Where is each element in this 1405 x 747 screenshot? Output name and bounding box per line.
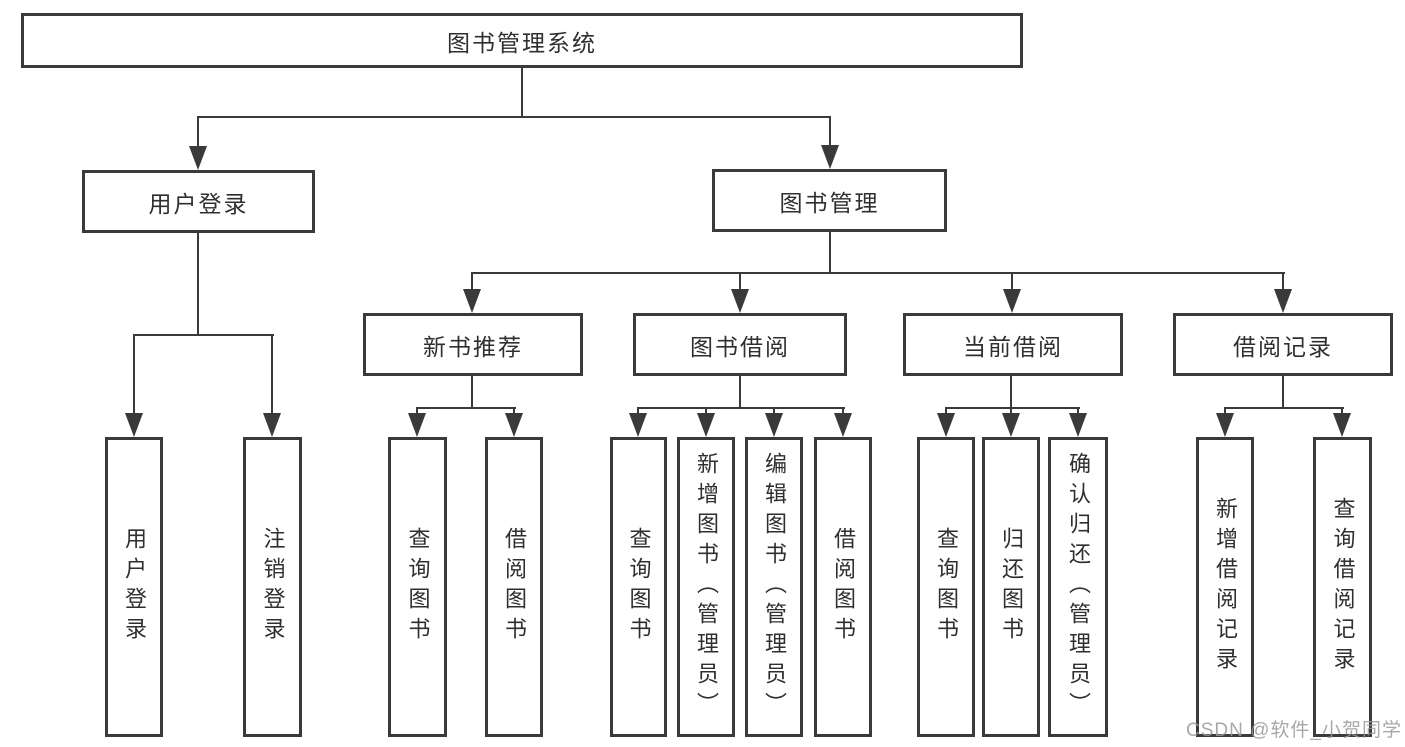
arrow-down-icon (821, 145, 839, 169)
node-book-borrow-label: 图书借阅 (690, 333, 790, 360)
connector-h (416, 407, 516, 409)
connector-h (637, 407, 845, 409)
connector-v (471, 376, 473, 409)
arrow-down-icon (629, 413, 647, 437)
arrow-down-icon (834, 413, 852, 437)
leaf-label: 借阅图书 (831, 527, 856, 647)
leaf-label: 查询借阅记录 (1330, 497, 1356, 677)
connector-v (197, 233, 199, 336)
connector-v (513, 407, 515, 415)
arrow-down-icon (505, 413, 523, 437)
leaf-label: 查询图书 (626, 527, 652, 647)
connector-v (773, 407, 775, 415)
leaf-label: 新增借阅记录 (1213, 497, 1238, 677)
connector-v (739, 376, 741, 409)
connector-v (521, 68, 523, 118)
arrow-down-icon (697, 413, 715, 437)
arrow-down-icon (1002, 413, 1020, 437)
connector-v (829, 232, 831, 274)
node-root-label: 图书管理系统 (447, 29, 597, 56)
arrow-down-icon (263, 413, 281, 437)
connector-v (1224, 407, 1226, 415)
connector-v (1010, 407, 1012, 415)
connector-v (1011, 272, 1013, 292)
node-user-login-label: 用户登录 (148, 190, 249, 217)
leaf-label: 查询图书 (405, 527, 431, 647)
leaf-query-borrow-record: 查询借阅记录 (1313, 437, 1372, 737)
leaf-logout: 注销登录 (243, 437, 302, 737)
leaf-user-login: 用户登录 (105, 437, 163, 737)
leaf-borrow-books-1: 借阅图书 (485, 437, 543, 737)
connector-h (197, 116, 831, 118)
arrow-down-icon (731, 289, 749, 313)
node-root: 图书管理系统 (21, 13, 1023, 68)
arrow-down-icon (463, 289, 481, 313)
csdn-watermark: CSDN @软件_小贺同学 (1186, 720, 1402, 741)
connector-v (471, 272, 473, 292)
connector-v (1282, 272, 1284, 292)
connector-v (829, 116, 831, 148)
connector-v (637, 407, 639, 415)
node-book-management-label: 图书管理 (779, 189, 880, 216)
node-user-login: 用户登录 (82, 170, 315, 233)
connector-v (945, 407, 947, 415)
node-book-management: 图书管理 (712, 169, 947, 232)
leaf-add-books-admin: 新增图书（管理员） (677, 437, 735, 737)
leaf-add-borrow-record: 新增借阅记录 (1196, 437, 1254, 737)
node-new-book-recommend: 新书推荐 (363, 313, 583, 376)
arrow-down-icon (1274, 289, 1292, 313)
arrow-down-icon (1333, 413, 1351, 437)
arrow-down-icon (189, 146, 207, 170)
leaf-borrow-books-2: 借阅图书 (814, 437, 872, 737)
node-borrow-records: 借阅记录 (1173, 313, 1393, 376)
arrow-down-icon (765, 413, 783, 437)
connector-v (705, 407, 707, 415)
connector-h (471, 272, 1285, 274)
connector-v (1341, 407, 1343, 415)
arrow-down-icon (1003, 289, 1021, 313)
leaf-label: 确认归还（管理员） (1066, 452, 1091, 722)
connector-v (1282, 376, 1284, 409)
leaf-query-books-2: 查询图书 (610, 437, 667, 737)
connector-h (945, 407, 1080, 409)
leaf-label: 归还图书 (999, 527, 1024, 647)
arrow-down-icon (937, 413, 955, 437)
arrow-down-icon (1069, 413, 1087, 437)
node-current-borrow-label: 当前借阅 (963, 333, 1063, 360)
connector-v (271, 334, 273, 416)
connector-v (1010, 376, 1012, 409)
leaf-label: 用户登录 (122, 527, 147, 647)
node-book-borrow: 图书借阅 (633, 313, 847, 376)
connector-h (133, 334, 274, 336)
connector-v (416, 407, 418, 415)
leaf-return-books: 归还图书 (982, 437, 1040, 737)
leaf-label: 查询图书 (934, 527, 959, 647)
connector-v (197, 116, 199, 148)
connector-v (842, 407, 844, 415)
connector-h (1224, 407, 1344, 409)
leaf-query-books-1: 查询图书 (388, 437, 447, 737)
connector-v (133, 334, 135, 416)
leaf-label: 借阅图书 (502, 527, 527, 647)
node-new-book-recommend-label: 新书推荐 (423, 333, 523, 360)
leaf-label: 注销登录 (260, 527, 286, 647)
connector-v (739, 272, 741, 292)
arrow-down-icon (1216, 413, 1234, 437)
arrow-down-icon (408, 413, 426, 437)
leaf-label: 新增图书（管理员） (694, 452, 719, 722)
node-current-borrow: 当前借阅 (903, 313, 1123, 376)
node-borrow-records-label: 借阅记录 (1233, 333, 1333, 360)
arrow-down-icon (125, 413, 143, 437)
leaf-label: 编辑图书（管理员） (762, 452, 787, 722)
leaf-confirm-return-admin: 确认归还（管理员） (1048, 437, 1108, 737)
leaf-edit-books-admin: 编辑图书（管理员） (745, 437, 803, 737)
connector-v (1077, 407, 1079, 415)
leaf-query-books-3: 查询图书 (917, 437, 975, 737)
